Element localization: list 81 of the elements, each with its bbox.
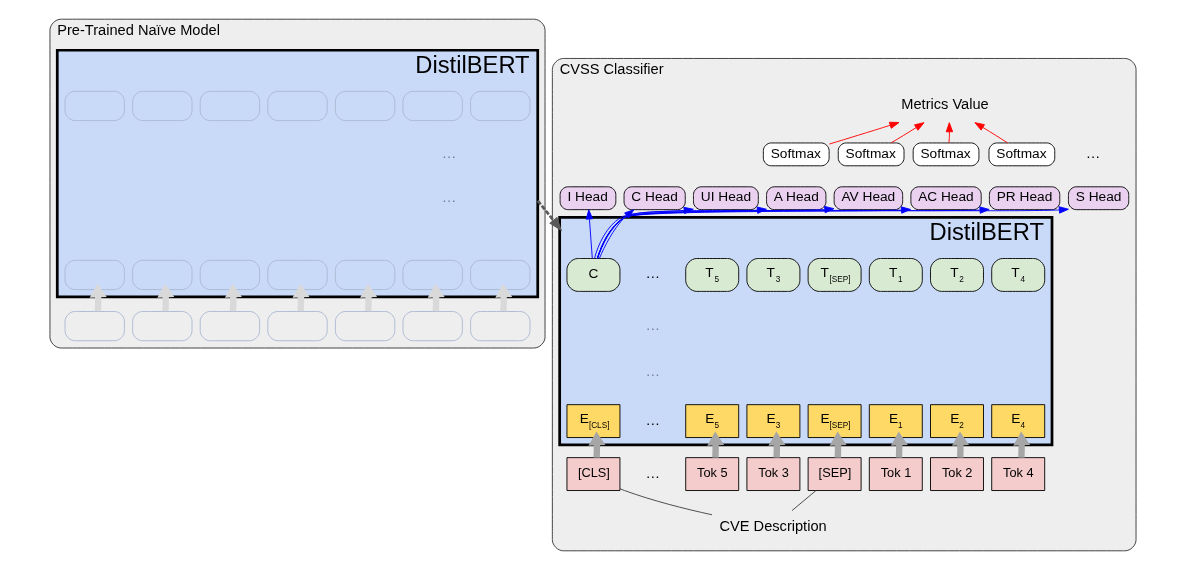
node-box <box>402 311 463 342</box>
arrow <box>585 209 593 259</box>
arrow <box>890 122 924 144</box>
arrow <box>596 206 767 259</box>
arrow <box>593 205 834 259</box>
connector <box>619 488 712 516</box>
node-box <box>64 311 125 342</box>
node-box <box>469 259 530 291</box>
node-box <box>266 311 328 342</box>
arrow <box>945 122 953 144</box>
label: … <box>441 188 456 205</box>
node-box: Softmax <box>912 142 979 167</box>
node-box: Tok 3 <box>745 457 800 491</box>
node-box: T$_{5}$ <box>684 258 739 292</box>
arrow <box>536 199 562 232</box>
node-box: E$_{2}$ <box>929 404 984 438</box>
node-box: C Head <box>623 186 686 211</box>
node-box <box>64 90 125 122</box>
node-box: Softmax <box>762 142 830 167</box>
node-box: Softmax <box>988 142 1055 167</box>
node-box: E$_{4}$ <box>990 404 1045 438</box>
arrow <box>596 206 694 259</box>
node-box: Tok 4 <box>990 457 1045 491</box>
node-box <box>334 311 395 342</box>
node-box <box>402 259 463 291</box>
arrow <box>596 206 990 259</box>
node-box: AC Head <box>909 186 982 211</box>
connector <box>791 490 816 512</box>
arrow <box>1012 431 1030 458</box>
node-box: E$_{[SEP]}$ <box>807 404 862 438</box>
arrow <box>974 122 1008 144</box>
node-text: Metrics Value <box>900 96 989 113</box>
node-box: I Head <box>559 186 616 211</box>
node-box <box>334 90 395 122</box>
node-box: E$_{5}$ <box>684 404 739 438</box>
node-box: E$_{3}$ <box>745 404 800 438</box>
label: … <box>645 265 660 282</box>
arrow <box>596 206 911 259</box>
node-box: Tok 1 <box>868 457 923 491</box>
node-box: A Head <box>765 186 826 211</box>
label: … <box>441 144 456 161</box>
node-box: [CLS] <box>566 457 620 491</box>
node-box: [SEP] <box>807 457 862 491</box>
label: … <box>645 363 660 380</box>
node-box: E$_{[CLS]}$ <box>566 404 620 438</box>
node-box <box>131 311 192 342</box>
node-box <box>199 259 260 291</box>
node-box <box>402 90 463 122</box>
node-box: C <box>566 258 620 292</box>
label: … <box>645 464 660 481</box>
node-box: T$_{4}$ <box>990 258 1045 292</box>
label: … <box>1085 144 1100 161</box>
node-box <box>334 259 395 291</box>
node-box <box>131 259 192 291</box>
node-box: T$_{2}$ <box>929 258 984 292</box>
node-box: T$_{[SEP]}$ <box>807 258 862 292</box>
node-box: T$_{1}$ <box>868 258 923 292</box>
node-box: PR Head <box>988 186 1060 211</box>
node-box <box>469 311 530 342</box>
arrow <box>596 206 1069 259</box>
node-box: AV Head <box>833 186 903 211</box>
arrow <box>706 431 724 458</box>
node-box <box>266 259 328 291</box>
arrow <box>828 121 899 145</box>
node-box: Tok 2 <box>929 457 984 491</box>
node-box <box>64 259 125 291</box>
node-box: Softmax <box>837 142 904 167</box>
label: … <box>645 411 660 428</box>
node-box <box>131 90 192 122</box>
node-box <box>199 311 260 342</box>
node-box: T$_{3}$ <box>745 258 800 292</box>
node-text: CVE Description <box>719 517 827 534</box>
label: … <box>645 316 660 333</box>
arrow <box>598 209 634 259</box>
node-box: E$_{1}$ <box>868 404 923 438</box>
node-box <box>266 90 328 122</box>
node-box <box>199 90 260 122</box>
node-box: UI Head <box>692 186 759 211</box>
node-box: Tok 5 <box>684 457 739 491</box>
node-box: S Head <box>1067 186 1129 211</box>
node-box <box>469 90 530 122</box>
